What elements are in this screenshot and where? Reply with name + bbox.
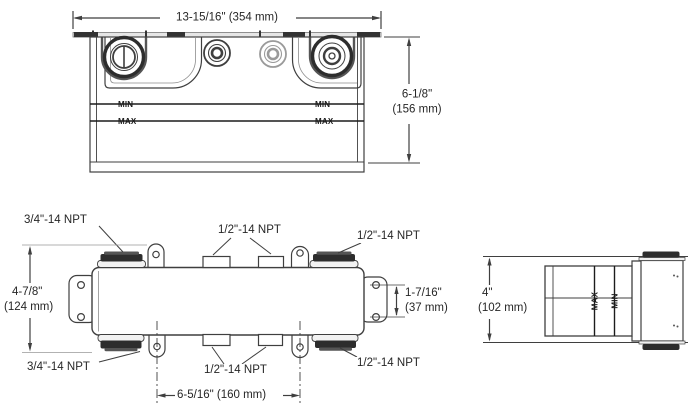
plan-height-dimension-mm: (124 mm) <box>2 301 56 314</box>
plan-view <box>22 225 405 403</box>
front-max-label-right: MAX <box>315 116 334 126</box>
plan-width-dimension: 6-5/16" (160 mm) <box>176 389 268 402</box>
plan-bracket-hole-dimension-in: 1-7/16" <box>403 287 444 300</box>
front-min-label-right: MIN <box>315 99 331 109</box>
plan-port-label-top-left: 3/4"-14 NPT <box>22 214 89 227</box>
plan-bracket-hole-dimension-mm: (37 mm) <box>403 302 450 315</box>
center-outlet-dark <box>203 39 231 67</box>
center-outlet-light <box>259 40 287 68</box>
left-valve-plug <box>102 35 146 79</box>
plan-port-label-top-right: 1/2"-14 NPT <box>355 230 422 243</box>
front-overall-height-dimension-in: 6-1/8" <box>399 88 435 102</box>
side-depth-dimension-mm: (102 mm) <box>476 302 530 315</box>
plan-port-label-bottom-center: 1/2"-14 NPT <box>202 364 269 377</box>
side-min-label: MIN <box>610 293 619 309</box>
plan-port-label-bottom-left: 3/4"-14 NPT <box>25 361 92 374</box>
side-max-label: MAX <box>590 291 599 311</box>
side-view <box>483 251 688 350</box>
front-max-label-left: MAX <box>118 116 137 126</box>
plan-height-dimension-in: 4-7/8" <box>10 286 45 299</box>
right-valve-cap <box>310 34 354 78</box>
front-overall-height-dimension-mm: (156 mm) <box>390 103 444 117</box>
front-overall-width-dimension: 13-15/16" (354 mm) <box>174 11 280 25</box>
front-view <box>72 11 420 173</box>
plan-port-label-bottom-right: 1/2"-14 NPT <box>355 357 422 370</box>
side-depth-dimension-in: 4" <box>480 287 495 300</box>
front-min-label-left: MIN <box>118 99 134 109</box>
plan-port-label-top-center: 1/2"-14 NPT <box>216 224 283 237</box>
